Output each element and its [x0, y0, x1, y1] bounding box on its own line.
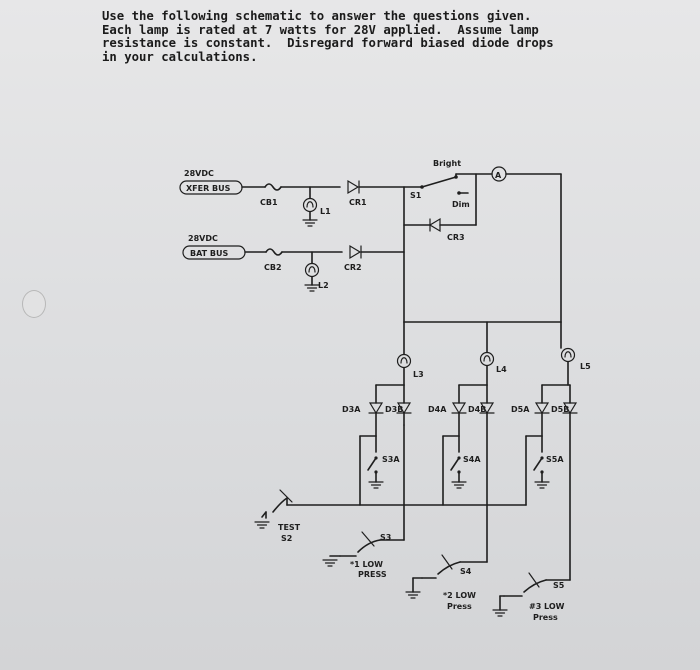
d5b-label: D5B [551, 405, 569, 414]
cr1-diode [347, 179, 360, 195]
l3-label: L3 [413, 370, 424, 379]
d4a-label: D4A [428, 405, 447, 414]
cb2-label: CB2 [264, 263, 282, 272]
s5a-switch [533, 457, 543, 471]
test-label: TEST [278, 523, 301, 532]
l3-branch: L3 D3A D3B S3A [342, 321, 424, 506]
l2-label: L2 [318, 281, 329, 290]
xfer-bus: 28VDC XFER BUS CB1 CR1 L1 [179, 169, 405, 227]
bright-label: Bright [433, 159, 461, 168]
cb2-breaker [265, 248, 283, 256]
low-press-switch-s5[interactable]: S5 #3 LOW Press [492, 572, 571, 622]
press1-line2: PRESS [358, 570, 387, 579]
cb1-label: CB1 [260, 198, 278, 207]
d4a-diode [451, 402, 467, 414]
cr2-diode [349, 244, 362, 260]
ammeter-label: A [495, 171, 502, 180]
l2-lamp [304, 262, 320, 278]
bat-voltage-label: 28VDC [188, 234, 218, 243]
bat-bus-label: BAT BUS [190, 249, 229, 258]
l5-branch: L5 D5A D5B S5A [511, 321, 591, 581]
d5a-diode [534, 402, 550, 414]
s2-label: S2 [281, 534, 292, 543]
cr2-label: CR2 [344, 263, 362, 272]
d4b-label: D4B [468, 405, 486, 414]
binder-hole [22, 290, 46, 318]
cb1-breaker [264, 183, 282, 191]
s1-label: S1 [410, 191, 422, 200]
instruction-line-4: in your calculations. [102, 49, 258, 64]
press2-line2: Press [447, 602, 472, 611]
l5-label: L5 [580, 362, 591, 371]
s3a-label: S3A [382, 455, 400, 464]
s3-label: S3 [380, 533, 391, 542]
cr3-diode [428, 217, 441, 233]
instruction-line-3: resistance is constant. Disregard forwar… [102, 36, 554, 51]
l1-lamp [302, 197, 318, 213]
d5a-label: D5A [511, 405, 530, 414]
l1-label: L1 [320, 207, 331, 216]
l5-lamp [560, 347, 576, 363]
l4-label: L4 [496, 365, 507, 374]
press3-line1: #3 LOW [529, 602, 565, 611]
press3-line2: Press [533, 613, 558, 622]
d3b-label: D3B [385, 405, 403, 414]
press1-line1: *1 LOW [350, 560, 383, 569]
d3a-label: D3A [342, 405, 361, 414]
cr1-label: CR1 [349, 198, 367, 207]
d3a-diode [368, 402, 384, 414]
low-press-switch-s3[interactable]: S3 *1 LOW PRESS [322, 424, 405, 579]
s4a-label: S4A [463, 455, 481, 464]
l4-lamp [479, 351, 495, 367]
l2-ground-icon [304, 284, 320, 292]
dim-label: Dim [452, 200, 470, 209]
s4-label: S4 [460, 567, 472, 576]
s4a-switch [450, 457, 460, 471]
s5a-label: S5A [546, 455, 564, 464]
bat-bus: 28VDC BAT BUS CB2 CR2 L2 [182, 234, 405, 292]
low-press-switch-s4[interactable]: S4 *2 LOW Press [405, 554, 488, 611]
l3-lamp [396, 353, 412, 369]
instruction-line-2: Each lamp is rated at 7 watts for 28V ap… [102, 22, 539, 37]
question-instructions: Use the following schematic to answer th… [102, 9, 662, 64]
s3a-switch [367, 457, 377, 471]
xfer-voltage-label: 28VDC [184, 169, 214, 178]
l1-ground-icon [302, 219, 318, 227]
l4-branch: L4 D4A D4B S4A [428, 351, 507, 563]
press2-line1: *2 LOW [443, 591, 476, 600]
instruction-line-1: Use the following schematic to answer th… [102, 9, 532, 23]
cr3-label: CR3 [447, 233, 465, 242]
s5-label: S5 [553, 581, 565, 590]
test-switch-s2[interactable]: TEST S2 [254, 489, 301, 543]
s1-switch-blade [421, 176, 457, 188]
xfer-bus-label: XFER BUS [186, 184, 231, 193]
dimmer-section: S1 Bright Dim A CR3 [403, 159, 562, 323]
